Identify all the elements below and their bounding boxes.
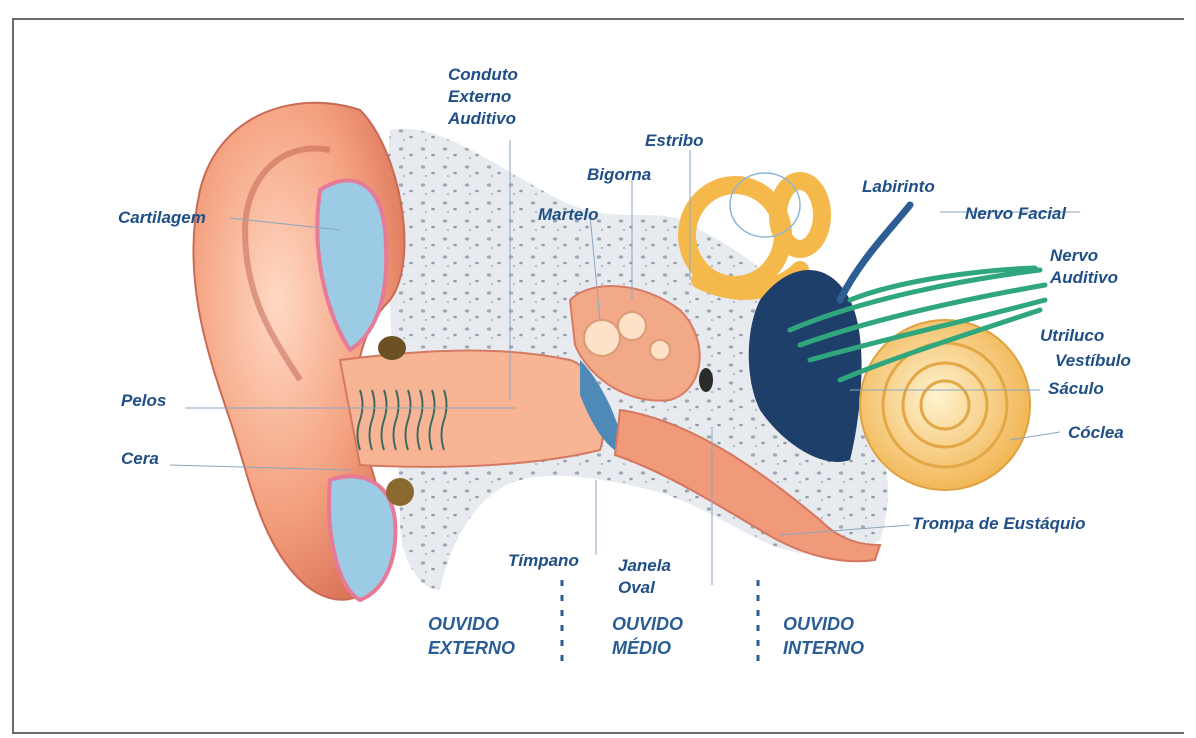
section-ouvido-externo: OUVIDO EXTERNO <box>428 612 515 660</box>
cochlea <box>860 320 1030 490</box>
label-conduto-externo-auditivo: Conduto Externo Auditivo <box>448 64 518 130</box>
section-ouvido-medio: OUVIDO MÉDIO <box>612 612 683 660</box>
label-janela-oval: Janela Oval <box>618 555 671 599</box>
section-ouvido-interno: OUVIDO INTERNO <box>783 612 864 660</box>
label-cartilagem: Cartilagem <box>118 207 206 229</box>
malleus <box>584 320 620 356</box>
stapes <box>650 340 670 360</box>
label-nervo-auditivo: Nervo Auditivo <box>1050 245 1118 289</box>
wax-upper <box>378 336 406 360</box>
label-pelos: Pelos <box>121 390 166 412</box>
ear-canal <box>340 351 604 467</box>
incus <box>618 312 646 340</box>
oval-window <box>699 368 713 392</box>
label-martelo: Martelo <box>538 204 598 226</box>
label-nervo-facial: Nervo Facial <box>965 203 1066 225</box>
label-bigorna: Bigorna <box>587 164 651 186</box>
label-vestibulo: Vestíbulo <box>1055 350 1131 372</box>
label-labirinto: Labirinto <box>862 176 935 198</box>
label-cera: Cera <box>121 448 159 470</box>
label-coclea: Cóclea <box>1068 422 1124 444</box>
label-trompa-de-eustaquio: Trompa de Eustáquio <box>912 513 1086 535</box>
wax-lower <box>386 478 414 506</box>
label-timpano: Tímpano <box>508 550 579 572</box>
label-estribo: Estribo <box>645 130 704 152</box>
label-utriluco: Utriluco <box>1040 325 1104 347</box>
label-saculo: Sáculo <box>1048 378 1104 400</box>
